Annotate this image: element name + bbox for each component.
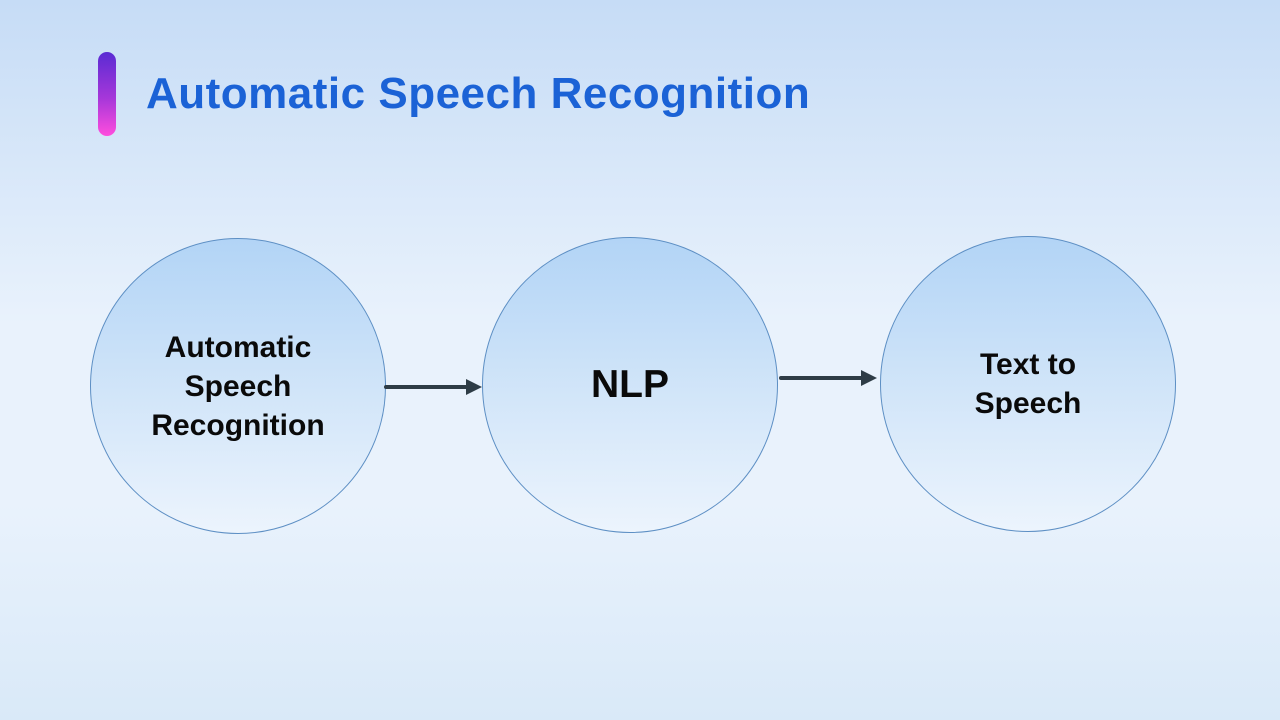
title-accent-bar bbox=[98, 52, 116, 136]
flow-node-label: NLP bbox=[591, 362, 669, 406]
right-arrow-icon bbox=[779, 370, 877, 386]
right-arrow-icon bbox=[384, 379, 482, 395]
flow-node-text-to-speech: Text to Speech bbox=[880, 236, 1176, 532]
connector-arrow-asr-to-nlp bbox=[384, 376, 484, 398]
flow-node-nlp: NLP bbox=[482, 237, 778, 533]
connector-arrow-nlp-to-tts bbox=[779, 367, 879, 389]
title-row: Automatic Speech Recognition bbox=[98, 52, 810, 136]
page-title: Automatic Speech Recognition bbox=[146, 68, 811, 118]
flow-node-automatic-speech-recognition: Automatic Speech Recognition bbox=[90, 238, 386, 534]
flow-node-label: Automatic Speech Recognition bbox=[151, 330, 325, 442]
flow-node-label: Text to Speech bbox=[974, 348, 1082, 420]
